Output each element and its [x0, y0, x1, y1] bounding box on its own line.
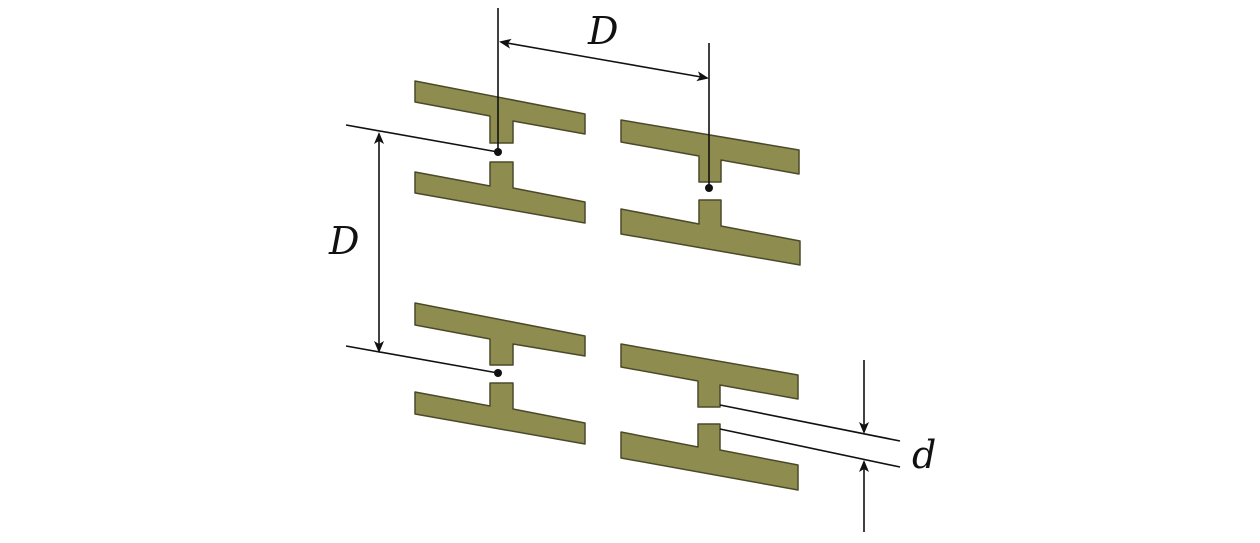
extension-line-lower [719, 428, 901, 468]
dimension-arrow [499, 38, 605, 61]
upper-plate [620, 343, 799, 408]
vertical-spacing-dimension [345, 124, 502, 377]
upper-plate [620, 119, 800, 183]
upper-plate [414, 80, 586, 144]
vertical-spacing-label: D [329, 219, 360, 263]
upper-plate [414, 302, 586, 366]
gap-label: d [912, 433, 937, 477]
gap-dimension [719, 360, 901, 532]
extension-line-lower [345, 345, 499, 374]
lower-plate [620, 423, 799, 491]
dipole-element-r1-c1 [414, 80, 586, 224]
extension-line-upper [345, 124, 499, 153]
dipole-element-r2-c1 [414, 302, 586, 445]
dipole-element-r2-c2 [620, 343, 799, 491]
feed-point [705, 184, 713, 192]
lower-plate [414, 382, 586, 445]
dipole-element-r1-c2 [620, 119, 801, 266]
horizontal-spacing-dimension [494, 8, 713, 192]
horizontal-spacing-label: D [588, 9, 619, 53]
lower-plate [620, 199, 801, 266]
lower-plate [414, 161, 586, 224]
extension-line-upper [719, 404, 901, 442]
dimension-arrow [603, 59, 709, 82]
feed-point [494, 369, 502, 377]
